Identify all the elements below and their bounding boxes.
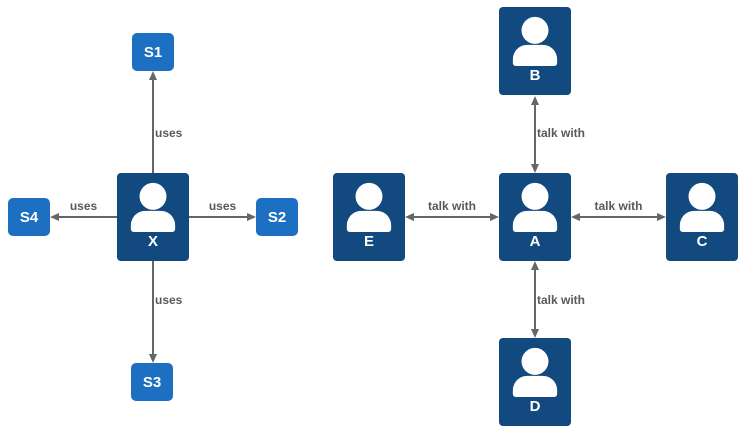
node-label: S2 (267, 208, 287, 226)
person-icon (512, 182, 558, 232)
node-c: C (666, 173, 738, 261)
arrowhead-left-icon (571, 213, 580, 221)
node-b: B (499, 7, 571, 95)
arrowhead-down-icon (149, 354, 157, 363)
person-icon (512, 347, 558, 397)
node-s3: S3 (131, 363, 173, 401)
edge-label-x-s4: uses (69, 199, 98, 213)
arrowhead-down-icon (531, 329, 539, 338)
edge-x-s4-line (58, 216, 117, 218)
edge-a-e-line (413, 216, 491, 218)
person-icon (130, 182, 176, 232)
edge-label-x-s2: uses (208, 199, 237, 213)
arrowhead-up-icon (149, 71, 157, 80)
edge-label-a-e: talk with (427, 199, 476, 213)
node-label: A (529, 233, 541, 250)
node-label: S1 (143, 43, 163, 61)
edge-a-c-line (579, 216, 658, 218)
arrowhead-right-icon (490, 213, 499, 221)
arrowhead-up-icon (531, 96, 539, 105)
edge-label-x-s1: uses (155, 126, 183, 140)
edge-x-s3-line (152, 261, 154, 355)
edge-a-b-line (534, 104, 536, 166)
person-icon (346, 182, 392, 232)
node-label: C (696, 233, 708, 250)
node-label: X (147, 233, 158, 250)
node-label: B (529, 67, 541, 84)
arrowhead-right-icon (247, 213, 256, 221)
edge-label-x-s3: uses (155, 293, 183, 307)
person-icon (679, 182, 725, 232)
person-icon (512, 16, 558, 66)
edge-label-a-b: talk with (537, 126, 586, 140)
edge-x-s2-line (189, 216, 248, 218)
node-s2: S2 (256, 198, 298, 236)
node-a: A (499, 173, 571, 261)
arrowhead-left-icon (50, 213, 59, 221)
node-label: D (529, 398, 541, 415)
edge-x-s1-line (152, 79, 154, 173)
node-label: S3 (142, 373, 162, 391)
edge-a-d-line (534, 269, 536, 331)
node-d: D (499, 338, 571, 426)
node-x: X (117, 173, 189, 261)
node-label: E (363, 233, 374, 250)
edge-label-a-c: talk with (594, 199, 643, 213)
node-e: E (333, 173, 405, 261)
node-s4: S4 (8, 198, 50, 236)
node-s1: S1 (132, 33, 174, 71)
node-label: S4 (19, 208, 39, 226)
edge-label-a-d: talk with (537, 293, 586, 307)
arrowhead-down-icon (531, 164, 539, 173)
arrowhead-right-icon (657, 213, 666, 221)
arrowhead-left-icon (405, 213, 414, 221)
arrowhead-up-icon (531, 261, 539, 270)
